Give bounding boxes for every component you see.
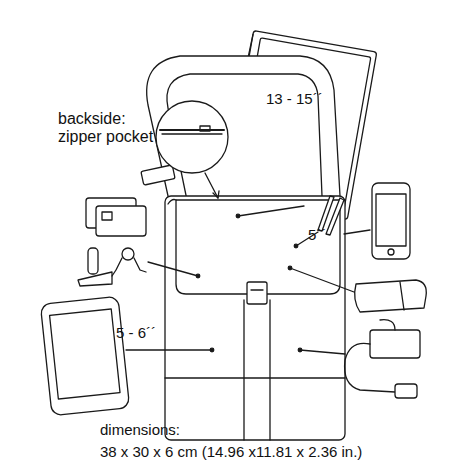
cards-keys xyxy=(78,198,146,286)
phone-small xyxy=(372,183,410,259)
bag xyxy=(165,196,345,440)
dimensions-heading: dimensions: xyxy=(100,421,180,438)
dimensions-value: 38 x 30 x 6 cm (14.96 x11.81 x 2.36 in.) xyxy=(100,443,362,460)
strap xyxy=(141,56,340,205)
phone-large xyxy=(40,296,129,416)
laptop-size-label: 13 - 15´´ xyxy=(266,90,323,107)
zipper-pocket-label: backside: zipper pocket xyxy=(58,110,158,147)
leader-lines xyxy=(126,206,370,354)
zipper-detail xyxy=(156,101,228,198)
phone-size-label: 5 - 6´´ xyxy=(116,324,156,341)
wallet xyxy=(355,280,427,312)
charger xyxy=(345,320,420,398)
tablet-size-label: 5´´ xyxy=(308,226,326,243)
